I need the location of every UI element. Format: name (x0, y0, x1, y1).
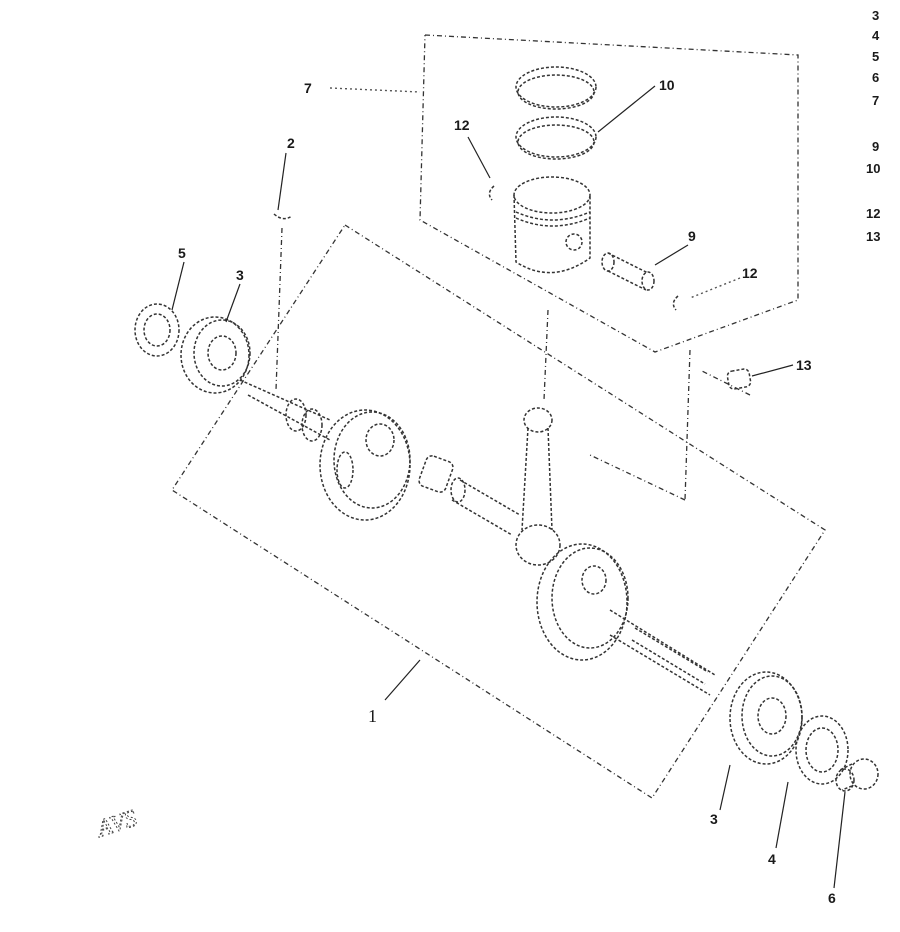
callout-4: 4 (768, 851, 776, 867)
callout-1: 1 (368, 706, 377, 726)
oil-seal-left (134, 303, 180, 357)
index-item: 4 (872, 28, 880, 43)
stamp-mark: AVS (92, 805, 141, 844)
crank-pin (418, 455, 521, 536)
index-item: 3 (872, 8, 879, 23)
piston-rings (515, 66, 597, 160)
callout-13: 13 (796, 357, 812, 373)
crankshaft-left-half (239, 379, 411, 521)
connecting-rod (515, 309, 561, 566)
index-item: 7 (872, 93, 879, 108)
collar (835, 758, 879, 792)
index-item: 9 (872, 139, 879, 154)
callout-12-left: 12 (454, 117, 470, 133)
callout-5: 5 (178, 245, 186, 261)
crankshaft-right-half (536, 543, 716, 696)
index-item: 6 (872, 70, 879, 85)
callout-9: 9 (688, 228, 696, 244)
bearing-left (180, 316, 251, 394)
piston-pin (601, 252, 655, 291)
stamp-text: AVS (92, 806, 140, 844)
callout-6: 6 (828, 890, 836, 906)
piston-pin-clips (488, 185, 679, 311)
callout-3-left: 3 (236, 267, 244, 283)
callout-12-right: 12 (742, 265, 758, 281)
index-item: 12 (866, 206, 880, 221)
index-item: 10 (866, 161, 880, 176)
callout-3-bottom: 3 (710, 811, 718, 827)
piston (513, 176, 591, 274)
index-item: 5 (872, 49, 879, 64)
index-item: 13 (866, 229, 880, 244)
callout-10: 10 (659, 77, 675, 93)
woodruff-key (273, 213, 293, 391)
piston-group-frame (419, 34, 799, 353)
callout-2: 2 (287, 135, 295, 151)
assembly-guide-lines (589, 349, 751, 501)
bearing-right (729, 671, 803, 765)
crankshaft-group-frame (171, 224, 826, 799)
small-end-bearing (726, 368, 752, 390)
index-column: 3 4 5 6 7 9 10 12 13 (866, 8, 880, 244)
leader-lines (171, 85, 846, 889)
callout-7: 7 (304, 80, 312, 96)
oil-seal-right (795, 715, 849, 785)
